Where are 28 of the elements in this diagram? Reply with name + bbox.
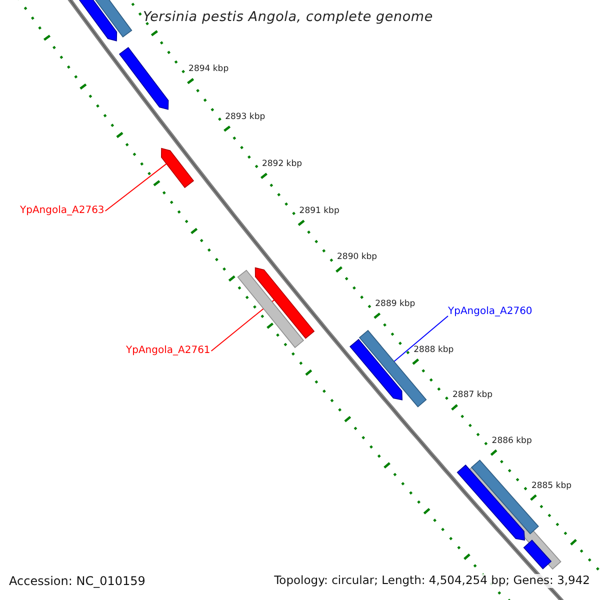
tick-label: 2889 kbp	[375, 298, 416, 309]
gene-arrow	[78, 0, 118, 42]
gene-label: YpAngola_A2761	[126, 345, 210, 357]
gene-label: YpAngola_A2763	[20, 205, 104, 217]
tick-label: 2885 kbp	[531, 480, 572, 491]
tick-label: 2890 kbp	[337, 252, 378, 263]
gene-label: YpAngola_A2760	[448, 306, 532, 318]
gene-arrow	[254, 267, 315, 339]
tick-label: 2893 kbp	[225, 112, 266, 122]
accession-text: Accession: NC_010159	[9, 574, 146, 588]
leader-line	[104, 163, 167, 212]
gene-arrow	[456, 464, 526, 541]
tick-label: 2892 kbp	[262, 158, 302, 170]
tick-label: 2887 kbp	[452, 390, 493, 400]
gene-arrow	[118, 46, 169, 110]
diagram-title: Yersinia pestis Angola, complete genome	[143, 9, 433, 26]
leader-line	[210, 299, 275, 352]
tick-label: 2894 kbp	[188, 64, 229, 74]
genome-summary: Topology: circular; Length: 4,504,254 bp; Genes: 3,942	[272, 574, 592, 588]
tick-label: 2886 kbp	[492, 436, 532, 446]
gene-bar	[237, 270, 304, 348]
gene-arrow	[350, 338, 403, 400]
gene-bar	[94, 0, 132, 38]
tick-label: 2888 kbp	[414, 344, 454, 355]
gene-bar	[523, 540, 552, 570]
gene-arrow	[161, 148, 194, 188]
leader-line	[393, 316, 448, 362]
tick-label: 2891 kbp	[299, 206, 340, 216]
